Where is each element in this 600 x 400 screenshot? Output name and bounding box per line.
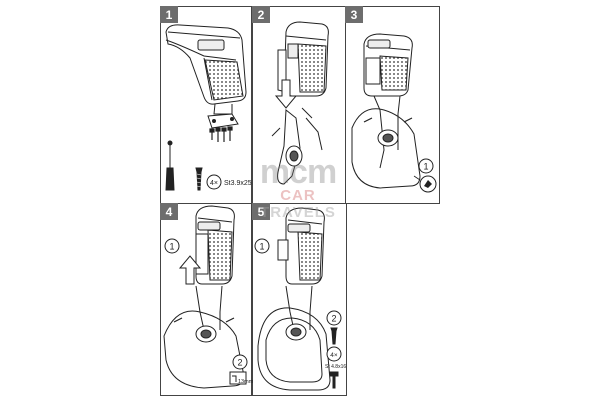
callout-label-5b: 2	[331, 314, 336, 324]
qty-label-1: 4×	[210, 180, 218, 187]
screw-set-1	[209, 126, 233, 142]
callout-circle-5b	[326, 310, 342, 326]
bracket-drawing-5	[257, 285, 331, 391]
screw-icon-5	[330, 327, 338, 345]
mounting-plate-1	[207, 113, 239, 129]
qty-circle-5	[326, 346, 342, 362]
down-arrow-2	[274, 79, 298, 109]
armrest-drawing-2	[277, 21, 329, 97]
screw-spec-5: St 4.8x16	[325, 364, 346, 370]
callout-label-3: 1	[423, 162, 428, 172]
callout-circle-4b	[232, 354, 248, 370]
tool-size-4: 13mm	[238, 379, 254, 385]
armrest-drawing-3	[363, 33, 413, 97]
bracket-drawing-3	[351, 95, 421, 189]
qty-label-5: 4×	[330, 352, 338, 359]
step-badge-1: 1	[160, 6, 178, 23]
qty-circle-1	[206, 174, 222, 190]
step-badge-4: 4	[160, 203, 178, 220]
callout-group-3: 1	[413, 158, 437, 193]
up-arrow-4	[178, 255, 202, 285]
armrest-drawing-1	[165, 24, 247, 115]
step-badge-2: 2	[252, 6, 270, 23]
callout-label-4a: 1	[169, 242, 174, 252]
callout-circle-4a	[164, 238, 180, 254]
screw-icon	[195, 167, 203, 191]
callout-label-5a: 1	[259, 242, 264, 252]
bracket-drawing-2	[271, 107, 323, 185]
wrench-icon	[229, 371, 247, 385]
clip-icon	[424, 180, 432, 188]
step-badge-5: 5	[252, 203, 270, 220]
callout-circle-5a	[254, 238, 270, 254]
bolt-icon-5	[329, 371, 339, 389]
armrest-drawing-5	[277, 207, 325, 285]
screw-spec-1: St3.9x25	[224, 180, 252, 187]
armrest-drawing-4	[195, 205, 235, 285]
screwdriver-icon	[165, 140, 175, 191]
step-badge-3: 3	[345, 6, 363, 23]
callout-label-4b: 2	[237, 358, 242, 368]
